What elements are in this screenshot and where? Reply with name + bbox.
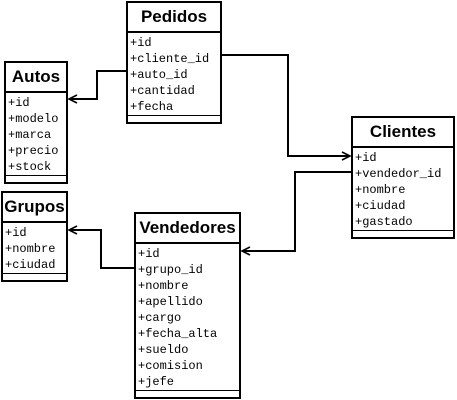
- entity-title: Pedidos: [128, 3, 220, 33]
- attribute-row: +id: [355, 151, 377, 165]
- attribute-row: +modelo: [8, 112, 59, 126]
- attribute-row: +ciudad: [5, 258, 56, 272]
- attribute-row: +cliente_id: [130, 52, 210, 66]
- methods-compartment: [136, 391, 239, 397]
- methods-compartment: [6, 176, 66, 182]
- entity-title: Vendedores: [136, 214, 239, 244]
- attribute-row: +id: [130, 36, 152, 50]
- attribute-row: +jefe: [138, 375, 175, 389]
- entity-title: Clientes: [353, 118, 453, 148]
- attribute-list: +id +grupo_id +nombre +apellido +cargo +fecha…: [136, 244, 239, 391]
- attribute-row: +marca: [8, 128, 52, 142]
- attribute-row: +id: [5, 226, 27, 240]
- attribute-row: +nombre: [5, 242, 56, 256]
- entity-title: Autos: [6, 63, 66, 93]
- connector-vendedores-grupos: [69, 230, 134, 269]
- methods-compartment: [128, 116, 220, 122]
- entity-title: Grupos: [3, 193, 66, 223]
- attribute-row: +fecha: [130, 100, 174, 114]
- attribute-list: +id +vendedor_id +nombre +ciudad +gastado: [353, 148, 453, 231]
- attribute-row: +vendedor_id: [355, 167, 442, 181]
- attribute-row: +auto_id: [130, 68, 188, 82]
- attribute-list: +id +cliente_id +auto_id +cantidad +fecha: [128, 33, 220, 116]
- entity-autos[interactable]: Autos +id +modelo +marca +precio +stock: [4, 61, 68, 184]
- attribute-list: +id +nombre +ciudad: [3, 223, 66, 274]
- attribute-row: +comision: [138, 359, 203, 373]
- attribute-row: +stock: [8, 160, 52, 174]
- attribute-row: +grupo_id: [138, 263, 203, 277]
- entity-clientes[interactable]: Clientes +id +vendedor_id +nombre +ciudad +g…: [351, 116, 455, 239]
- connector-clientes-vendedores: [242, 171, 351, 251]
- attribute-row: +cantidad: [130, 84, 195, 98]
- attribute-list: +id +modelo +marca +precio +stock: [6, 93, 66, 176]
- entity-grupos[interactable]: Grupos +id +nombre +ciudad: [1, 191, 68, 282]
- attribute-row: +nombre: [355, 183, 406, 197]
- attribute-row: +nombre: [138, 279, 189, 293]
- attribute-row: +fecha_alta: [138, 327, 218, 341]
- attribute-row: +ciudad: [355, 199, 406, 213]
- attribute-row: +id: [138, 247, 160, 261]
- attribute-row: +cargo: [138, 311, 182, 325]
- attribute-row: +sueldo: [138, 343, 189, 357]
- attribute-row: +id: [8, 96, 30, 110]
- connector-pedidos-clientes: [222, 54, 350, 156]
- entity-pedidos[interactable]: Pedidos +id+cliente_id+auto_id+cantidad+…: [126, 1, 222, 124]
- connector-pedidos-autos: [69, 70, 126, 99]
- attribute-row: +gastado: [355, 215, 413, 229]
- attribute-row: +apellido: [138, 295, 203, 309]
- attribute-row: +precio: [8, 144, 59, 158]
- methods-compartment: [3, 274, 66, 280]
- methods-compartment: [353, 231, 453, 237]
- entity-vendedores[interactable]: Vendedores +id+grupo_id+nombre+apellido+…: [134, 212, 241, 399]
